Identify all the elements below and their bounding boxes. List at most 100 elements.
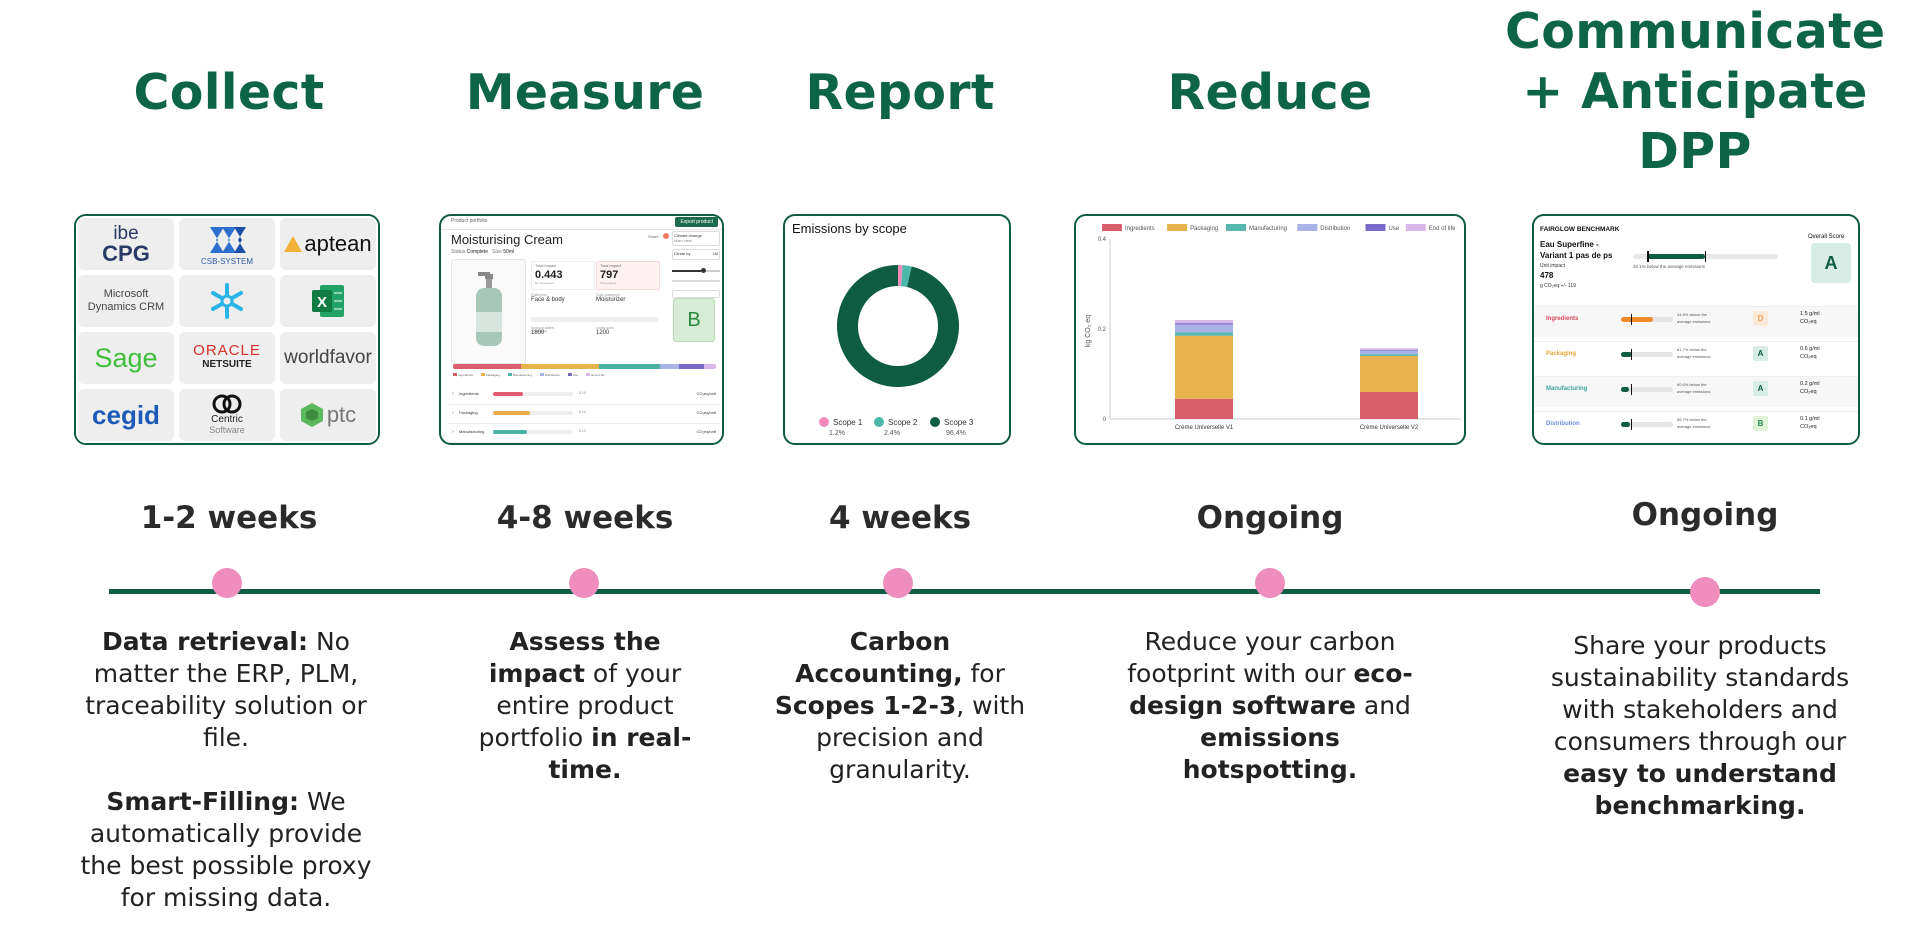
duration-communicate: Ongoing <box>1631 497 1779 533</box>
description-communicate: Share your products sustainability stand… <box>1550 630 1850 822</box>
excel-icon: X <box>312 285 344 317</box>
bar-segment <box>1360 392 1418 419</box>
benchmark-row-grade-letter: A <box>1757 384 1764 393</box>
ptc-icon <box>300 403 323 427</box>
logo-grid: ibe CPG CSB-SYSTEM aptean Microsoft Dyna… <box>76 216 378 443</box>
sage-label: Sage <box>94 342 158 373</box>
step-title-collect: Collect <box>133 64 325 121</box>
unit-impact-unit: g CO₂eq +/- 119 <box>1540 283 1576 289</box>
score-badge: B <box>673 298 715 342</box>
divide-by-select[interactable]: Divide by 1M <box>672 249 720 260</box>
benchmark-row-unit: CO₂eq <box>1800 389 1817 395</box>
worldfavor-label: worldfavor <box>284 347 372 368</box>
total-impact-label: Total impact <box>535 263 557 268</box>
centric-sub: Software <box>209 425 245 435</box>
description-text: for <box>962 659 1005 688</box>
donut-legend-label: Scope 2 <box>888 418 918 427</box>
total-impact-value: 0.443 <box>535 269 563 281</box>
legend-label: End of life <box>591 373 605 377</box>
cegid-logo: cegid <box>78 389 174 441</box>
description-bold-text: eco-design software <box>1129 659 1413 720</box>
benchmark-product-line1: Eau Superfine - <box>1540 240 1599 249</box>
benchmark-rows: Ingredients 34.8% above the average emis… <box>1534 306 1858 443</box>
benchmark-row-marker <box>1631 349 1633 360</box>
benchmark-row-grade-letter: D <box>1757 314 1764 323</box>
aptean-logo: aptean <box>280 218 376 270</box>
donut-value-label: 96.4% <box>946 430 966 437</box>
impact-row[interactable]: › Ingredients 0.10 CO₂eq/unit <box>449 386 720 405</box>
benchmark-row-fill <box>1621 317 1654 322</box>
excel-logo: X <box>280 275 376 327</box>
divide-by-value: 1M <box>712 251 718 256</box>
subcategory-box: Sub-category Moisturizer <box>596 292 658 314</box>
benchmark-row-track <box>1621 349 1673 360</box>
units-label: Units sold <box>596 325 614 330</box>
aptean-triangle-icon <box>284 236 303 252</box>
description-bold-text: Smart-Filling: <box>106 787 300 816</box>
category-label: Category <box>531 292 548 297</box>
benchmark-row-fill <box>1621 352 1633 357</box>
benchmark-row-fill <box>1621 387 1629 392</box>
packaging-strip: Packaging <box>531 317 658 333</box>
benchmark-row-note1: 61.7% below the <box>1677 347 1707 352</box>
excel-x: X <box>317 294 327 311</box>
export-product-button[interactable]: Export product <box>675 217 718 227</box>
duration-collect: 1-2 weeks <box>140 500 318 536</box>
step-title-communicate: Communicate + Anticipate DPP <box>1505 3 1886 180</box>
bar-segment <box>1175 323 1233 325</box>
timeline-dot-measure <box>569 568 599 598</box>
benchmark-row-track <box>1621 314 1673 325</box>
measure-side-panel: Climate change Main view Divide by 1M <box>672 231 720 311</box>
impact-row[interactable]: › Manufacturing 0.13 CO₂eq/unit <box>449 424 720 443</box>
timeline-dot-collect <box>212 568 242 598</box>
description-text: No matter the ERP, PLM, traceability sol… <box>85 627 367 752</box>
integrations-logo-card: ibe CPG CSB-SYSTEM aptean Microsoft Dyna… <box>74 214 380 445</box>
benchmark-row-note2: average emissions <box>1677 354 1711 359</box>
legend-item: Manufacturing <box>507 373 532 379</box>
bar-legend-label: Distribution <box>1320 226 1350 232</box>
side-slider[interactable] <box>672 268 720 273</box>
bar-segment <box>1360 354 1418 356</box>
impact-row-label: Manufacturing <box>459 429 485 434</box>
donut-slice <box>898 265 903 287</box>
bar-legend-label: Use <box>1389 226 1400 232</box>
impact-row-value: 0.10 <box>579 391 586 395</box>
ms-line1: Microsoft <box>103 288 149 300</box>
bar-legend-swatch <box>1167 224 1188 231</box>
impact-row[interactable]: › Packaging 0.14 CO₂eq/unit <box>449 405 720 424</box>
summary-note: 32.1% below the average emissions <box>1633 264 1706 269</box>
description-text: Share your products sustainability stand… <box>1550 631 1850 756</box>
legend-label: Ingredients <box>458 373 473 377</box>
impact-row-fill <box>493 392 524 396</box>
climate-change-select[interactable]: Climate change Main view <box>672 231 720 246</box>
chevron-right-icon: › <box>452 391 454 397</box>
description-bold-text: Assess the impact <box>488 627 661 688</box>
description-paragraph: Reduce your carbon footprint with our ec… <box>1110 626 1430 786</box>
bar-legend-label: Manufacturing <box>1249 226 1287 232</box>
benchmark-row-unit: CO₂eq <box>1800 424 1817 430</box>
description-text: , with precision and granularity. <box>816 691 1026 784</box>
description-bold-text: emissions hotspotting. <box>1182 723 1358 784</box>
donut-slice <box>901 265 912 288</box>
benchmark-row-grade-letter: B <box>1757 419 1764 428</box>
description-report: Carbon Accounting, for Scopes 1-2-3, wit… <box>770 626 1030 786</box>
summary-bar <box>1633 251 1778 262</box>
benchmark-row: Manufacturing 80.6% below the average em… <box>1534 376 1858 407</box>
benchmark-row-note2: average emissions <box>1677 389 1711 394</box>
centric-software-logo: Centric Software <box>179 389 275 441</box>
legend-label: Use <box>572 373 579 377</box>
y-tick-label: 0.4 <box>1098 237 1107 243</box>
description-bold-text: easy to understand benchmarking. <box>1563 759 1837 820</box>
bar-segment <box>1175 332 1233 336</box>
impact-row-label: Ingredients <box>459 391 479 396</box>
benchmark-row-grade-letter: A <box>1757 349 1764 358</box>
share-button[interactable]: Share <box>648 234 659 239</box>
description-paragraph: Data retrieval: No matter the ERP, PLM, … <box>76 626 376 754</box>
bar-legend-label: End of life <box>1429 226 1456 232</box>
ibe-cpg-logo: ibe CPG <box>78 218 174 270</box>
description-bold-text: Carbon Accounting, <box>795 627 963 688</box>
packaging-strip-label: Packaging <box>533 329 548 333</box>
ptc-logo: ptc <box>280 389 376 441</box>
